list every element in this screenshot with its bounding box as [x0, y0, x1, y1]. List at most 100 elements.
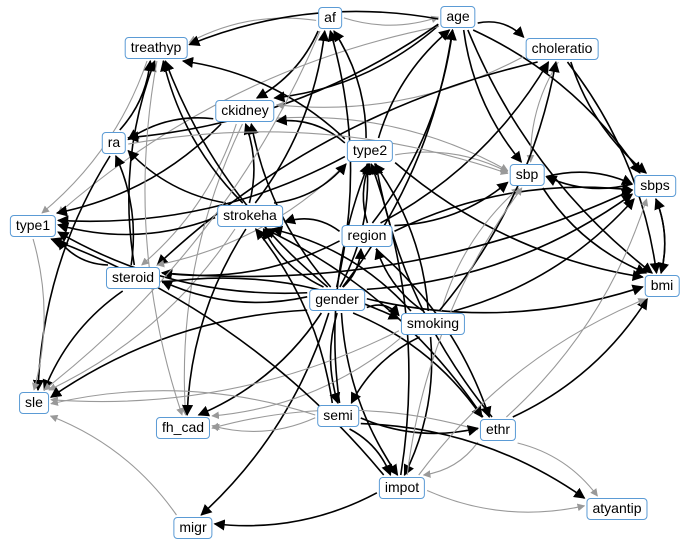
edge-af-to-sle [43, 30, 321, 391]
node-af[interactable]: af [318, 7, 342, 29]
edge-age-to-treathyp [188, 10, 439, 46]
node-choleratio[interactable]: choleratio [525, 38, 599, 60]
edge-gender-to-migr [200, 312, 330, 516]
edge-type2-to-treathyp [181, 56, 346, 140]
edge-gender-to-fh_cad [197, 312, 323, 417]
edge-steroid-to-sle [42, 290, 124, 392]
edge-impot-to-migr [213, 492, 378, 531]
node-region[interactable]: region [341, 225, 393, 247]
edge-choleratio-to-steroid [156, 61, 538, 266]
edge-sbp-to-bmi [542, 187, 648, 275]
edge-gender-to-bmi [366, 284, 644, 314]
edge-ckidney-to-steroid [141, 123, 237, 266]
edge-type2-to-age [377, 29, 451, 139]
edge-ckidney-to-fh_cad [181, 123, 243, 416]
edge-age-to-sbp [462, 29, 523, 163]
edge-region-to-sbps [394, 183, 634, 232]
edge-ethr-to-sbps [505, 198, 649, 418]
edge-ra-to-sle [32, 155, 111, 392]
edge-steroid-to-ra [114, 154, 135, 266]
edge-semi-to-strokeha [255, 228, 334, 404]
edge-gender-to-ethr [352, 312, 483, 418]
edge-smoking-to-choleratio [438, 60, 560, 312]
edge-region-to-strokeha [283, 213, 341, 232]
node-fh_cad[interactable]: fh_cad [155, 417, 211, 439]
node-sbps[interactable]: sbps [634, 175, 676, 197]
edge-steroid-to-treathyp [128, 59, 157, 266]
edge-smoking-to-strokeha [270, 225, 412, 312]
edge-strokeha-to-ra [127, 149, 226, 204]
edge-choleratio-to-bmi [566, 61, 661, 275]
node-strokeha[interactable]: strokeha [217, 205, 283, 227]
node-semi[interactable]: semi [317, 405, 359, 427]
edge-ethr-to-atyantip [517, 442, 598, 497]
node-ethr[interactable]: ethr [479, 419, 517, 441]
edge-type2-to-type1 [57, 155, 346, 227]
edge-treathyp-to-fh_cad [144, 60, 184, 416]
node-age[interactable]: age [440, 6, 476, 28]
edge-semi-to-impot [349, 428, 393, 477]
edge-semi-to-sle [50, 390, 316, 416]
node-ra[interactable]: ra [101, 132, 127, 154]
edge-gender-to-steroid [160, 280, 308, 304]
edge-sbp-to-sbps [546, 171, 634, 185]
node-ckidney[interactable]: ckidney [215, 100, 275, 122]
node-sbp[interactable]: sbp [509, 164, 545, 186]
edge-choleratio-to-ckidney [275, 56, 524, 110]
edge-strokeha-to-fh_cad [181, 228, 247, 417]
node-type2[interactable]: type2 [346, 140, 394, 162]
edge-gender-to-sbps [366, 193, 634, 291]
node-gender[interactable]: gender [309, 289, 365, 311]
edge-strokeha-to-type1 [57, 216, 216, 236]
edge-smoking-to-fh_cad [211, 336, 403, 420]
edge-type2-to-af [333, 30, 367, 139]
edge-bmi-to-sbps [654, 197, 666, 274]
node-sle[interactable]: sle [19, 392, 49, 414]
node-migr[interactable]: migr [173, 517, 213, 539]
edge-ethr-to-bmi [512, 298, 648, 418]
edge-ethr-to-strokeha [264, 228, 484, 418]
edge-strokeha-to-type2 [273, 163, 347, 204]
edge-age-to-bmi [467, 29, 654, 274]
edge-strokeha-to-treathyp [160, 59, 244, 204]
edge-gender-to-sle [50, 309, 308, 398]
edge-impot-to-bmi [418, 298, 646, 476]
node-impot[interactable]: impot [378, 477, 426, 499]
node-smoking[interactable]: smoking [400, 313, 466, 335]
edge-semi-to-ethr [360, 417, 480, 436]
node-bmi[interactable]: bmi [644, 275, 680, 297]
edge-sbps-to-sbp [545, 175, 633, 190]
edge-region-to-choleratio [380, 61, 550, 224]
edge-smoking-to-region [374, 247, 424, 312]
node-treathyp[interactable]: treathyp [124, 37, 188, 59]
edge-type2-to-ckidney [275, 114, 346, 144]
edge-smoking-to-impot [403, 336, 433, 477]
edge-smoking-to-type2 [374, 163, 430, 312]
edge-steroid-to-sbps [161, 189, 634, 278]
edge-gender-to-impot [340, 312, 399, 476]
edge-smoking-to-sbp [440, 187, 520, 312]
node-type1[interactable]: type1 [9, 215, 57, 237]
edge-region-to-steroid [160, 240, 340, 280]
node-atyantip[interactable]: atyantip [586, 498, 648, 520]
edge-ra-to-sbp [128, 131, 509, 175]
edge-semi-to-fh_cad [211, 417, 316, 433]
edge-strokeha-to-sle [48, 228, 236, 391]
edge-ckidney-to-sbp [276, 116, 509, 172]
edge-steroid-to-type1 [57, 238, 109, 266]
edge-age-to-ckidney [273, 25, 439, 103]
edge-ethr-to-impot [422, 441, 479, 478]
edge-af-to-treathyp [188, 17, 317, 43]
edge-type2-to-sbp [395, 151, 509, 173]
edge-age-to-choleratio [477, 21, 525, 38]
node-steroid[interactable]: steroid [105, 267, 161, 289]
edge-migr-to-sle [49, 414, 177, 516]
edge-ckidney-to-ra [127, 117, 214, 141]
edge-smoking-to-semi [350, 336, 420, 404]
edge-impot-to-type1 [50, 237, 385, 476]
edge-smoking-to-sbps [453, 198, 635, 312]
edge-choleratio-to-sbps [570, 61, 648, 174]
edge-smoking-to-sle [50, 330, 400, 404]
